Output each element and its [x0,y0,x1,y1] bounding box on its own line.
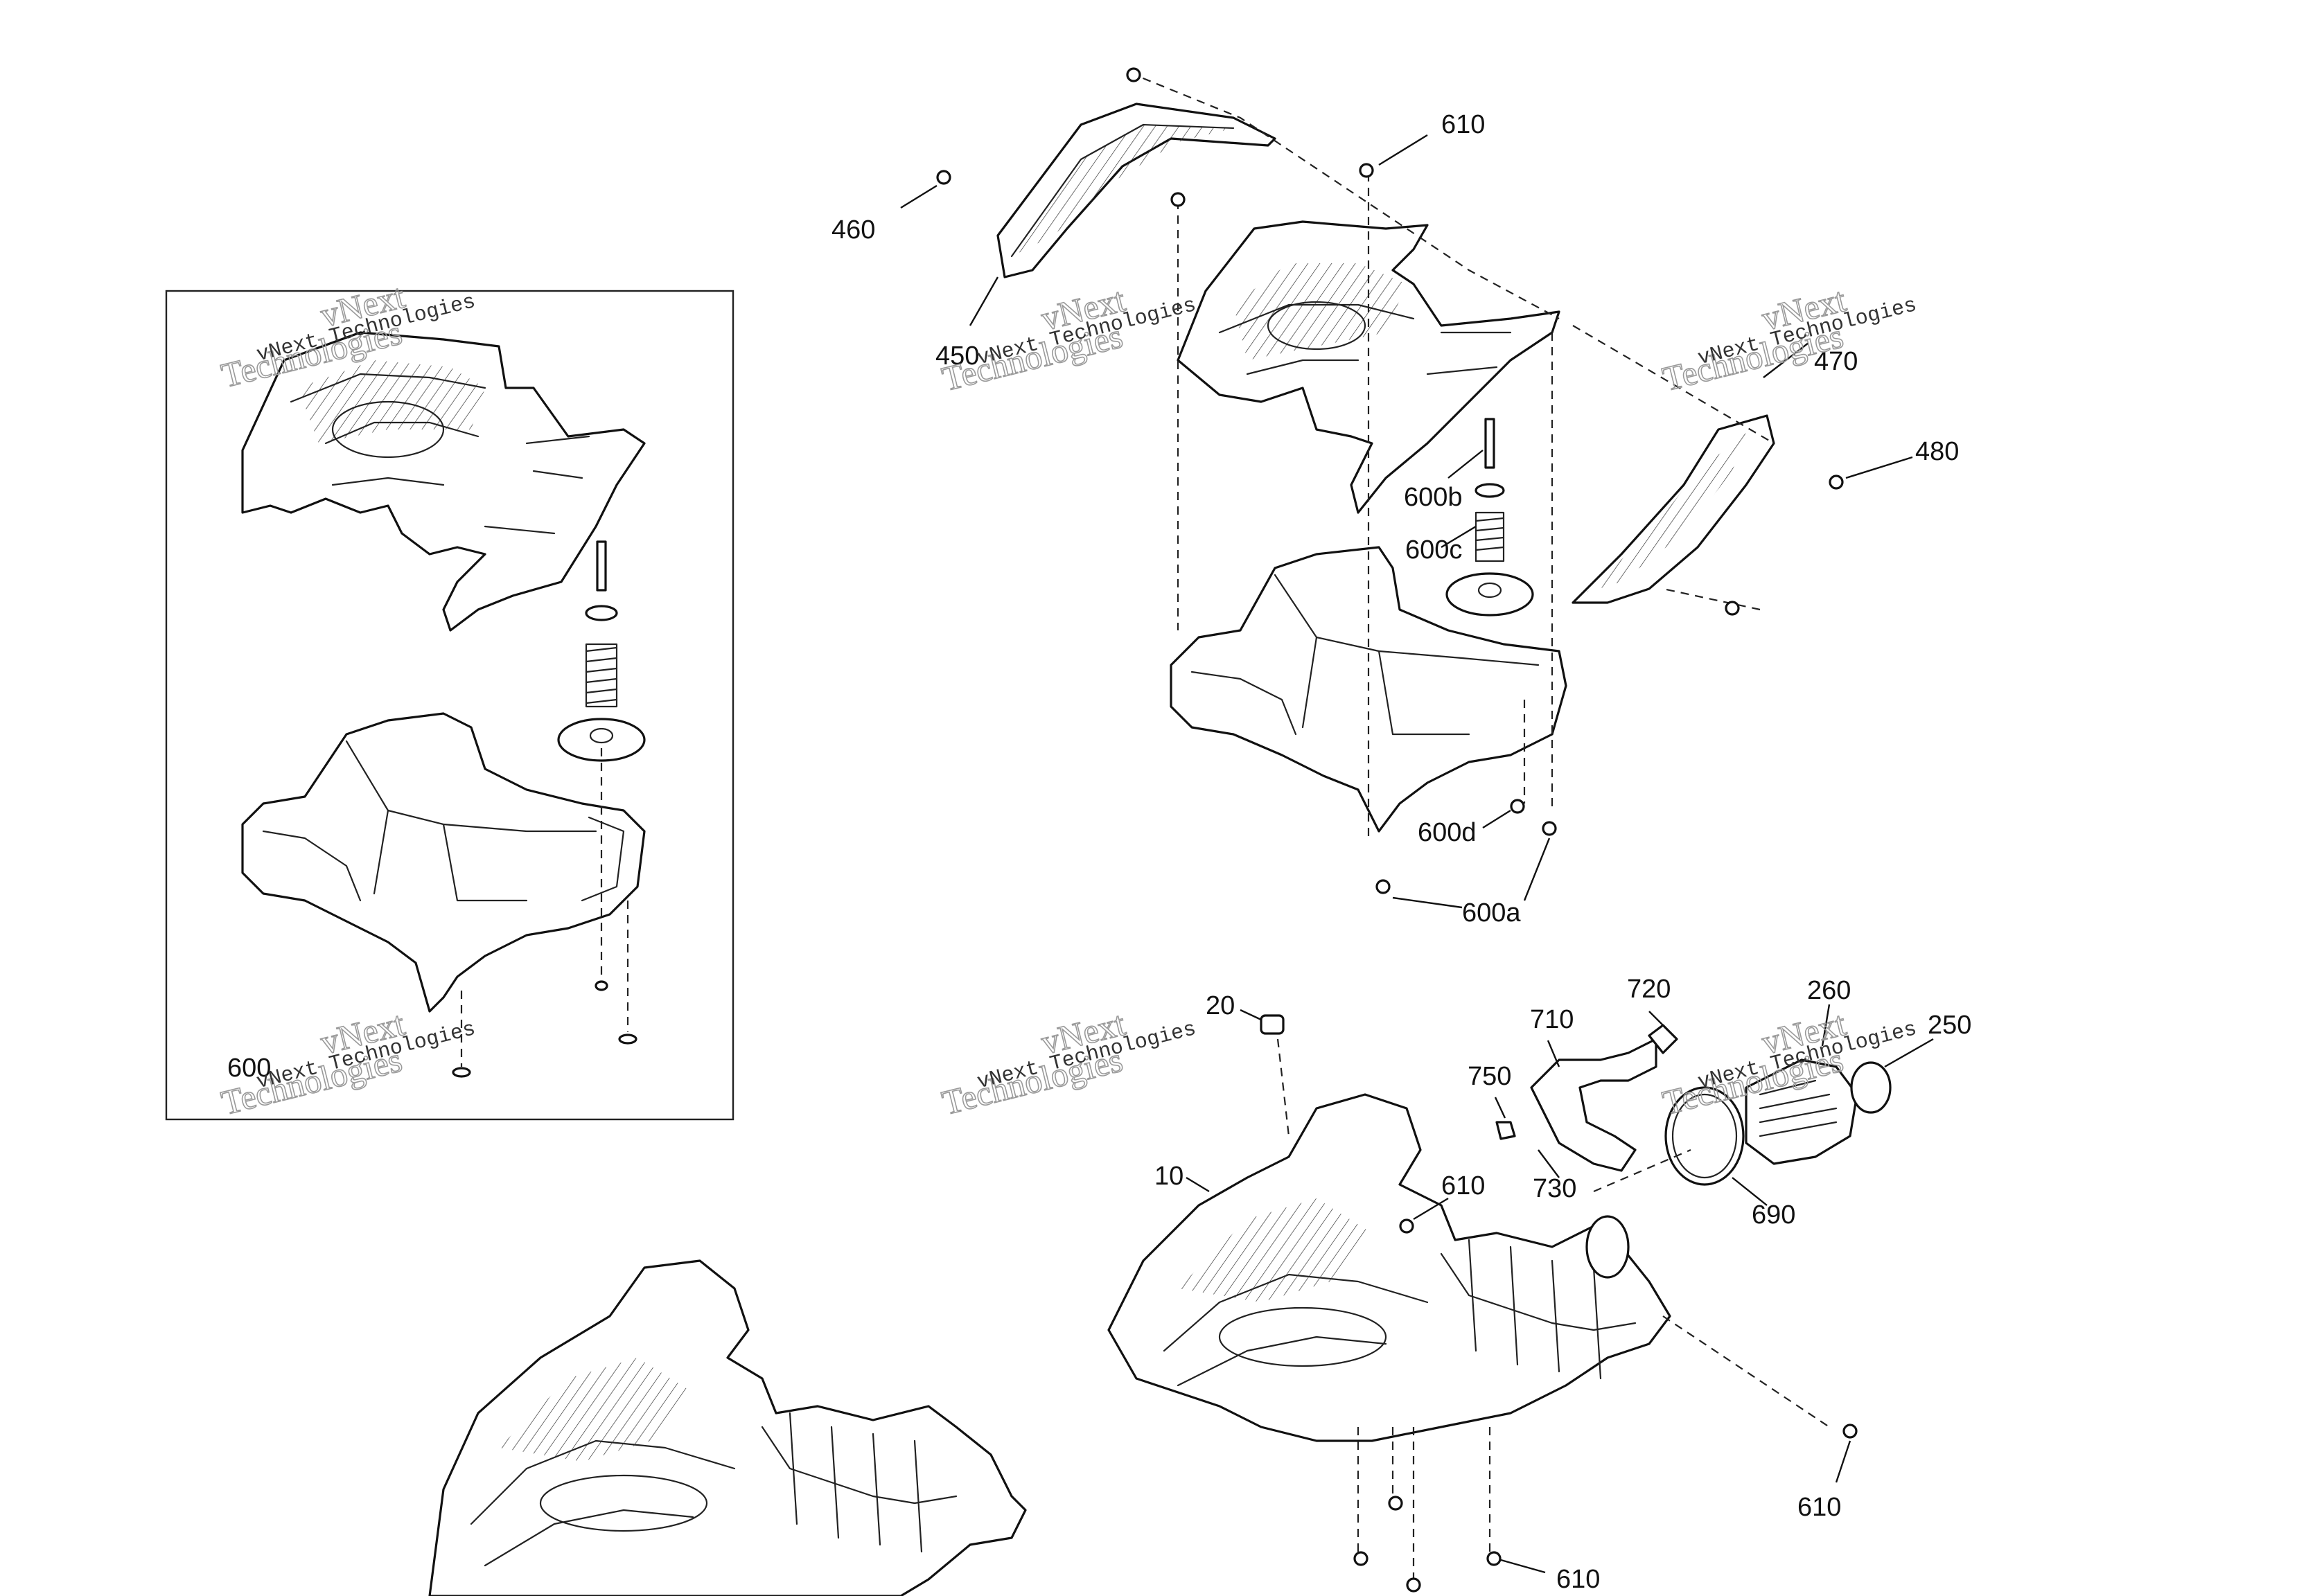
fitting-750 [1495,1121,1516,1140]
callout-480: 480 [1915,437,1959,466]
watermark-center-bottom: vNext Technologies vNext Technologies [938,1003,1199,1123]
callout-470: 470 [1814,347,1858,376]
callout-610-bottom: 610 [1556,1565,1600,1594]
callout-610-right: 610 [1797,1493,1841,1522]
hose-730 [1530,1038,1657,1172]
callout-10: 10 [1154,1162,1183,1191]
side-trim-470 [1572,414,1775,604]
intake-manifold-main [1107,1093,1671,1442]
callout-450: 450 [935,342,979,371]
callout-720: 720 [1627,975,1671,1004]
upper-airbox-assembly: 460 450 610 470 480 600b 600c 600d 600a [831,67,1959,928]
inset-lower-tray [241,712,646,1013]
callout-690: 690 [1752,1200,1795,1230]
bolt-spring-stack [1445,418,1534,617]
hose-and-throttle-parts [1260,1014,1892,1593]
callout-600c: 600c [1405,535,1462,565]
callout-600a: 600a [1462,898,1521,928]
watermark-center-top: vNext Technologies vNext Technologies [938,279,1199,399]
ring-250 [1850,1061,1892,1114]
intake-manifold-left-view [428,1259,1027,1596]
inset-frame [165,290,734,1121]
callout-460: 460 [831,215,875,245]
clamp-690 [1664,1086,1745,1186]
inset-view-600: 600 [165,290,734,1121]
callout-20: 20 [1206,991,1235,1020]
callout-710: 710 [1530,1005,1574,1034]
side-trim-450 [996,103,1276,278]
callout-600b: 600b [1404,483,1463,512]
inset-bolt-spring-stack [557,540,646,762]
callout-750: 750 [1468,1062,1511,1091]
inset-upper-cover [241,331,646,632]
callout-610-mid: 610 [1441,1171,1485,1200]
callout-600: 600 [227,1054,271,1083]
callout-260: 260 [1807,976,1851,1005]
fasteners-upper [936,67,1844,894]
callout-600d: 600d [1418,818,1477,847]
cap-20 [1260,1014,1285,1035]
callout-610-top: 610 [1441,110,1485,139]
callout-730: 730 [1533,1174,1576,1203]
callout-250: 250 [1928,1011,1971,1040]
watermark-right-top: vNext Technologies vNext Technologies [1658,279,1919,399]
throttle-body-260 [1745,1058,1858,1165]
